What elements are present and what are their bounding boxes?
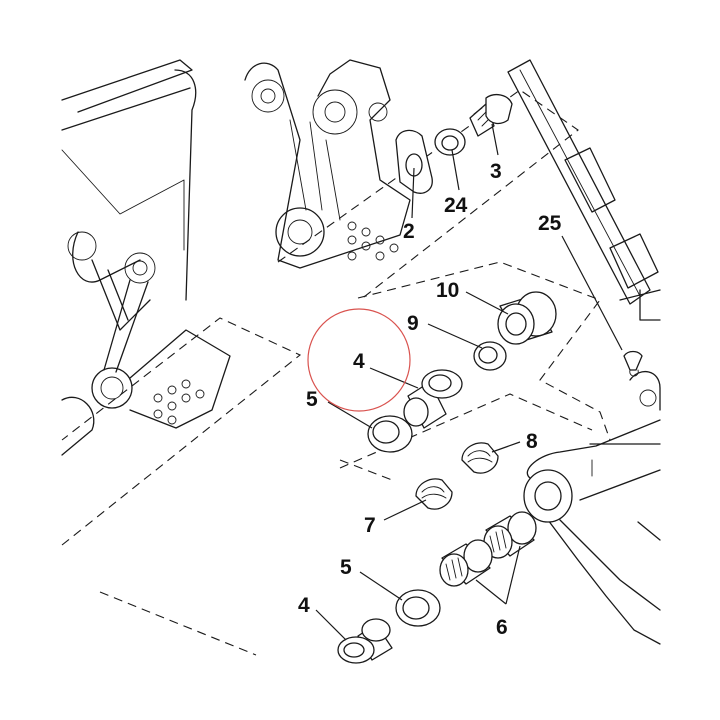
callout-2: 2 bbox=[403, 220, 415, 243]
part-6-bushings bbox=[439, 511, 537, 587]
shift-rod bbox=[507, 59, 661, 321]
callout-10: 10 bbox=[436, 279, 459, 302]
left-footrest-bracket bbox=[61, 59, 231, 456]
callout-8: 8 bbox=[526, 430, 538, 453]
part-3-bolt bbox=[469, 93, 513, 137]
part-24-washer bbox=[434, 128, 466, 156]
callout-7: 7 bbox=[364, 514, 376, 537]
callout-5-lower: 5 bbox=[340, 556, 352, 579]
callout-6: 6 bbox=[496, 616, 508, 639]
part-2-plate bbox=[395, 129, 433, 194]
part-9-ring bbox=[473, 341, 507, 371]
leader-lines bbox=[315, 123, 623, 641]
assembly-dashed-outlines bbox=[61, 89, 611, 656]
part-4-collar-upper bbox=[403, 369, 463, 429]
callout-9: 9 bbox=[407, 312, 419, 335]
part-8-seal bbox=[461, 442, 499, 474]
upper-footrest-bracket bbox=[244, 59, 411, 269]
callout-24: 24 bbox=[444, 194, 468, 217]
lower-right-arm bbox=[523, 370, 661, 645]
callout-4-lower: 4 bbox=[298, 594, 310, 617]
part-5-washer-lower bbox=[395, 589, 441, 627]
callout-5-upper: 5 bbox=[306, 388, 318, 411]
part-4-collar-lower bbox=[337, 618, 393, 664]
callout-25: 25 bbox=[538, 212, 562, 235]
callout-labels: 2 24 3 25 10 9 4 5 8 7 5 4 6 bbox=[298, 160, 562, 639]
part-10-bearing bbox=[497, 291, 557, 345]
highlight-circle bbox=[307, 308, 411, 412]
callout-3: 3 bbox=[490, 160, 502, 183]
part-7-seal bbox=[415, 478, 453, 510]
part-5-washer-upper bbox=[367, 415, 413, 453]
callout-4-upper: 4 bbox=[353, 350, 365, 373]
part-25-clip bbox=[623, 350, 643, 377]
